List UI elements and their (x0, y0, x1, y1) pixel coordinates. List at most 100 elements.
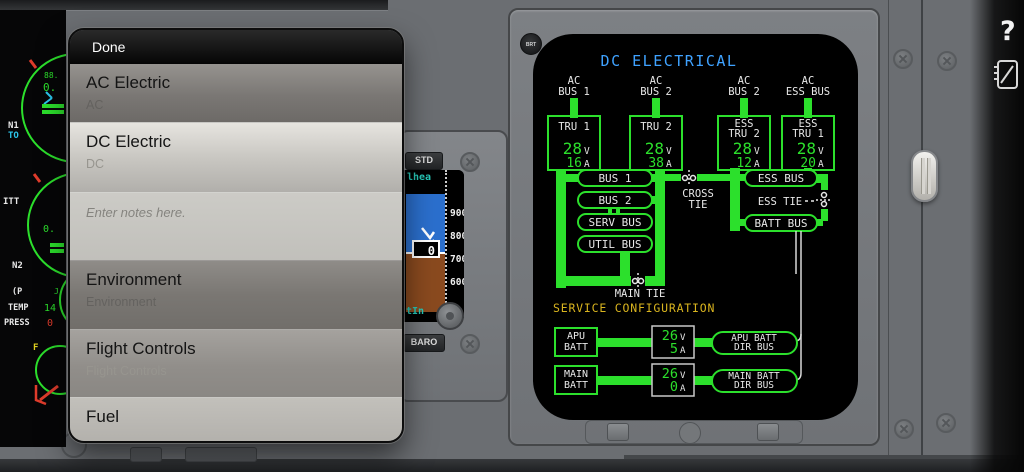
fuel-full-label: F (33, 343, 38, 353)
svg-text:V: V (666, 146, 672, 157)
list-item-dc-electric[interactable]: DC Electric DC (70, 122, 402, 192)
eicas-readout: 0. (43, 81, 56, 94)
svg-text:BUS 1: BUS 1 (558, 86, 590, 98)
svg-text:DIR BUS: DIR BUS (734, 342, 774, 353)
eicas-readout: 88. (44, 71, 58, 80)
svg-text:TIE: TIE (689, 199, 708, 211)
svg-text:AC: AC (738, 75, 751, 87)
item-subtitle: DC (86, 157, 105, 171)
n2-gauge (59, 279, 66, 321)
display-control-strip (585, 420, 803, 444)
baro-knob[interactable] (436, 302, 464, 330)
notes-popup: Done AC Electric AC DC Electric DC Envir… (68, 28, 404, 443)
svg-text:A: A (680, 346, 686, 356)
svg-text:28: 28 (733, 139, 752, 158)
svg-text:BUS 2: BUS 2 (728, 86, 760, 98)
eicas-readout: 0. (43, 224, 55, 235)
brightness-knob[interactable]: BRT (520, 33, 542, 55)
svg-text:ESS: ESS (799, 118, 818, 130)
item-subtitle: AC (86, 98, 104, 112)
svg-text:BUS 2: BUS 2 (640, 86, 672, 98)
svg-text:ESS BUS: ESS BUS (786, 86, 830, 98)
std-button[interactable]: STD (405, 152, 443, 170)
notes-row[interactable] (70, 192, 402, 260)
svg-text:BATT: BATT (564, 342, 588, 353)
baro-button[interactable]: BARO (403, 334, 445, 352)
screw (460, 334, 480, 354)
list-item-fuel[interactable]: Fuel (70, 397, 402, 441)
svg-text:28: 28 (563, 139, 582, 158)
dir-bus-links (794, 231, 802, 381)
n2-label: N2 (12, 261, 23, 271)
item-title: Environment (86, 270, 182, 289)
svg-text:26: 26 (662, 328, 678, 344)
svg-text:APU BATT: APU BATT (731, 333, 777, 344)
svg-text:MAIN BATT: MAIN BATT (728, 371, 780, 382)
svg-text:A: A (680, 384, 686, 394)
svg-text:A: A (666, 159, 672, 170)
screw (936, 413, 956, 433)
display-rocker-button[interactable] (757, 423, 779, 441)
svg-text:SERV BUS: SERV BUS (589, 216, 642, 229)
std-button-label: STD (415, 155, 433, 165)
panel-seam (888, 0, 889, 458)
itt-gauge (27, 173, 66, 277)
display-title: DC ELECTRICAL (601, 52, 738, 70)
svg-text:BATT: BATT (564, 380, 588, 391)
tape-value: 800 (450, 231, 464, 242)
bus-pill-labels: BUS 1 BUS 2 SERV BUS UTIL BUS ESS BUS BA… (589, 172, 808, 251)
done-button[interactable]: Done (92, 39, 126, 55)
altitude-tape: 900 800 700 600 (445, 170, 464, 322)
display-round-button[interactable] (679, 422, 701, 444)
item-title: Flight Controls (86, 339, 196, 358)
oil-temp-label: TEMP (8, 303, 28, 313)
altitude-readout: 0 (412, 240, 440, 258)
svg-text:ESS TIE: ESS TIE (758, 196, 802, 208)
item-title: DC Electric (86, 132, 172, 151)
help-icon[interactable]: ? (1000, 16, 1016, 47)
service-config-title: SERVICE CONFIGURATION (553, 301, 715, 315)
svg-text:TRU 1: TRU 1 (792, 128, 824, 140)
svg-text:BUS 2: BUS 2 (598, 194, 631, 207)
list-item-flight-controls[interactable]: Flight Controls Flight Controls (70, 329, 402, 397)
svg-text:CROSS: CROSS (682, 188, 714, 200)
itt-label: ITT (3, 197, 20, 207)
toggle-handle[interactable] (911, 150, 938, 202)
oil-press-label: PRESS (4, 318, 30, 328)
fuel-gauge (34, 345, 66, 406)
screw (937, 51, 957, 71)
svg-text:UTIL BUS: UTIL BUS (589, 238, 642, 251)
panel-button[interactable] (130, 447, 162, 462)
standby-top-text: lhea (407, 172, 432, 183)
display-rocker-button[interactable] (607, 423, 629, 441)
svg-text:28: 28 (645, 139, 664, 158)
tape-value: 600 (450, 277, 464, 288)
notes-icon[interactable] (991, 58, 1021, 92)
standby-bottom-text: tIn (406, 306, 425, 317)
svg-text:A: A (584, 159, 590, 170)
baro-button-label: BARO (410, 337, 438, 347)
svg-text:TRU 2: TRU 2 (728, 128, 760, 140)
item-title: Fuel (86, 407, 120, 426)
svg-text:BATT BUS: BATT BUS (755, 217, 808, 230)
screw (893, 49, 913, 69)
svg-text:AC: AC (650, 75, 663, 87)
oil-temp-value: 14 (44, 303, 56, 314)
item-title: AC Electric (86, 73, 171, 92)
svg-text:APU: APU (567, 331, 585, 342)
service-values: 26 V 5 A 26 V 0 A (662, 328, 686, 395)
notes-input[interactable] (86, 202, 386, 223)
screw (894, 419, 914, 439)
panel-button[interactable] (185, 447, 257, 462)
to-label: TO (8, 131, 19, 141)
list-item-ac-electric[interactable]: AC Electric AC (70, 64, 402, 122)
service-boxes (554, 325, 798, 397)
list-item-environment[interactable]: Environment Environment (70, 260, 402, 329)
standby-display: lhea 900 800 700 600 0 tIn (404, 170, 464, 322)
svg-text:ESS: ESS (735, 118, 754, 130)
oil-press-value: 0 (47, 318, 53, 329)
glareshield-edge (0, 0, 388, 11)
